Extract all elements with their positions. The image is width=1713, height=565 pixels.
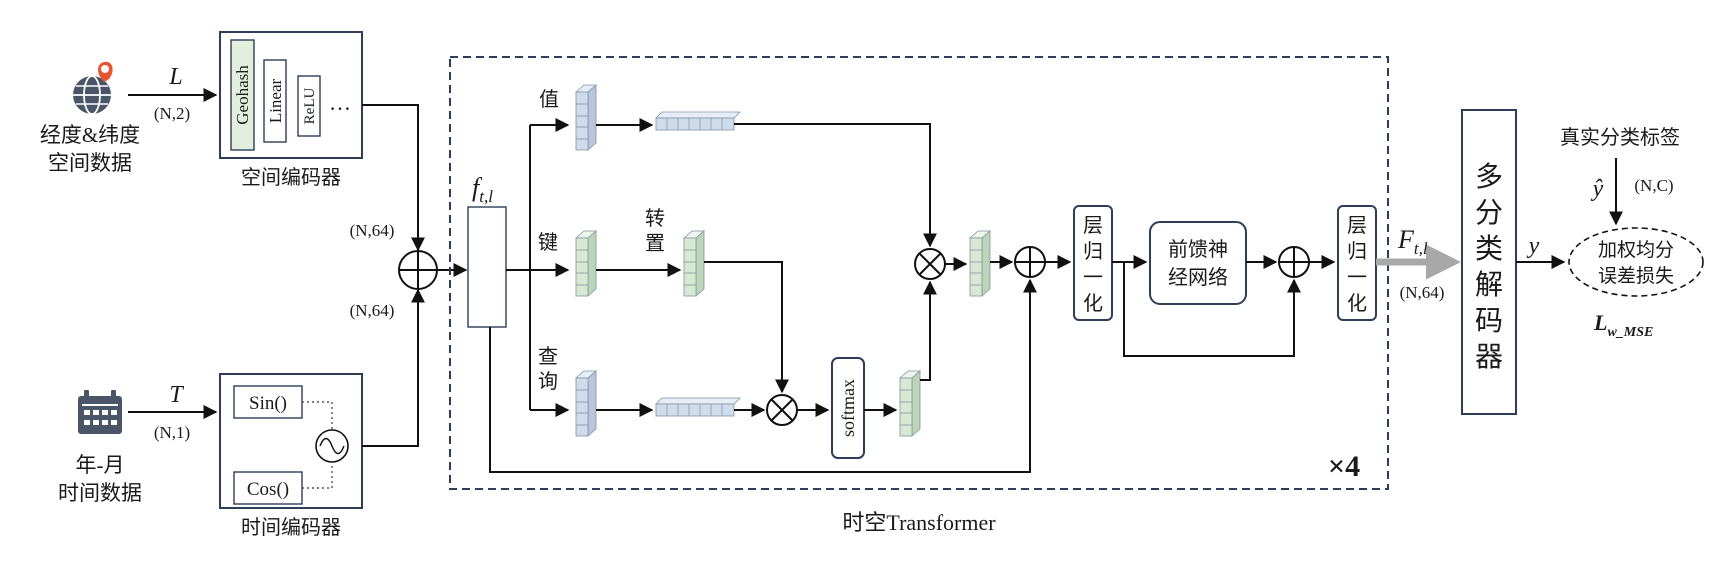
residual-skip-arrow-1: [489, 278, 1037, 473]
decoder-char-4: 解: [1475, 269, 1503, 301]
transpose-label-line1: 转: [645, 207, 665, 230]
query-horizontal-tensor: [655, 397, 741, 417]
decoder-char-5: 码: [1475, 306, 1503, 337]
temporal-input-shape: (N,1): [154, 423, 190, 442]
transformer-title: 时空Transformer: [842, 510, 996, 535]
transposed-key-tensor: [682, 230, 706, 297]
globe-location-icon: [73, 61, 113, 115]
value-horizontal-tensor: [655, 111, 741, 131]
encoder-ellipsis: …: [329, 90, 351, 115]
output-shape: (N,64): [1400, 283, 1445, 302]
time-encoder-title: 时间编码器: [241, 516, 341, 539]
geohash-label: Geohash: [233, 65, 252, 125]
relu-layer: [297, 75, 321, 137]
residual-add-node-1: [1014, 246, 1046, 278]
geohash-layer: [230, 39, 255, 151]
linear-label: Linear: [266, 78, 285, 123]
multiply-node: [914, 248, 946, 280]
query-tensor: [574, 370, 598, 437]
sin-block: [233, 385, 303, 419]
temporal-to-fusion-arrow: [362, 288, 425, 447]
linear-layer: [263, 59, 287, 143]
ffn-label-line2: 经网络: [1168, 266, 1228, 289]
spatial-input-symbol: L: [168, 64, 182, 90]
softmax-block: [831, 357, 865, 459]
ffn-label-line1: 前馈神: [1168, 238, 1228, 261]
prediction-symbol: y: [1527, 233, 1540, 259]
layernorm1-char-1: 层: [1083, 215, 1103, 237]
transpose-label-line2: 置: [645, 233, 665, 255]
query-label-line2: 询: [538, 370, 558, 393]
spatial-caption-line1: 经度&纬度: [40, 123, 140, 147]
decoder-char-6: 器: [1475, 342, 1503, 373]
repeat-count: ×4: [1328, 450, 1360, 483]
value-tensor: [574, 84, 598, 151]
ground-truth-label-title: 真实分类标签: [1560, 126, 1680, 149]
value-to-multiply-arrow: [734, 123, 937, 248]
attention-weight-tensor: [898, 370, 922, 437]
layernorm2-char-2: 归: [1347, 240, 1367, 263]
layernorm2-char-4: 化: [1347, 292, 1367, 315]
residual-add-node-2: [1278, 246, 1310, 278]
sin-label: Sin(): [249, 393, 287, 414]
query-label-line1: 查: [538, 345, 558, 368]
spatial-to-fusion-arrow: [362, 104, 425, 252]
loss-label-line2: 误差损失: [1598, 265, 1674, 287]
temporal-caption-line1: 年-月: [76, 453, 125, 477]
layernorm1-char-3: 一: [1083, 267, 1103, 289]
spatial-caption-line2: 空间数据: [48, 151, 132, 175]
multiclass-decoder-block: [1461, 109, 1517, 415]
loss-label-line1: 加权均分: [1598, 239, 1674, 261]
feed-forward-block: [1149, 221, 1247, 305]
fusion-shape-bottom: (N,64): [350, 301, 395, 320]
cos-label: Cos(): [247, 479, 289, 500]
transpose-to-matmul-arrow: [704, 261, 789, 394]
fusion-add-node: [398, 250, 438, 290]
decoder-char-1: 多: [1475, 161, 1503, 193]
feature-symbol: ft,l: [472, 173, 493, 206]
output-symbol: Ft,l: [1397, 225, 1428, 258]
decoder-char-2: 分: [1475, 198, 1503, 229]
value-label: 值: [539, 88, 559, 111]
decoder-char-3: 类: [1475, 233, 1503, 265]
temporal-caption-line2: 时间数据: [58, 481, 142, 505]
transformer-frame: [449, 56, 1389, 490]
feature-block: [467, 206, 507, 328]
fusion-shape-top: (N,64): [350, 221, 395, 240]
cos-block: [233, 471, 303, 505]
matmul-node: [766, 394, 798, 426]
key-label: 键: [538, 231, 558, 254]
softmax-label: softmax: [838, 379, 858, 437]
attention-output-tensor: [968, 230, 992, 297]
weights-to-multiply-arrow: [920, 280, 937, 381]
calendar-icon: [78, 390, 122, 434]
weighted-mse-loss-node: [1568, 227, 1704, 297]
time-encoder: Sin() Cos(): [219, 373, 363, 509]
layernorm1-char-4: 化: [1083, 292, 1103, 315]
relu-label: ReLU: [302, 88, 318, 125]
key-tensor: [574, 230, 598, 297]
spatial-input-shape: (N,2): [154, 104, 190, 123]
layernorm1-char-2: 归: [1083, 240, 1103, 263]
layernorm2-char-3: 一: [1347, 267, 1367, 289]
residual-skip-arrow-2: [1123, 262, 1301, 357]
spatial-encoder-title: 空间编码器: [241, 166, 341, 189]
layernorm2-char-1: 层: [1347, 215, 1367, 237]
loss-symbol: Lw_MSE: [1593, 310, 1653, 340]
ground-truth-shape: (N,C): [1634, 176, 1673, 195]
ground-truth-symbol: ŷ: [1591, 176, 1604, 202]
temporal-input-symbol: T: [169, 382, 184, 408]
spatial-encoder: Geohash Linear ReLU …: [219, 31, 363, 159]
